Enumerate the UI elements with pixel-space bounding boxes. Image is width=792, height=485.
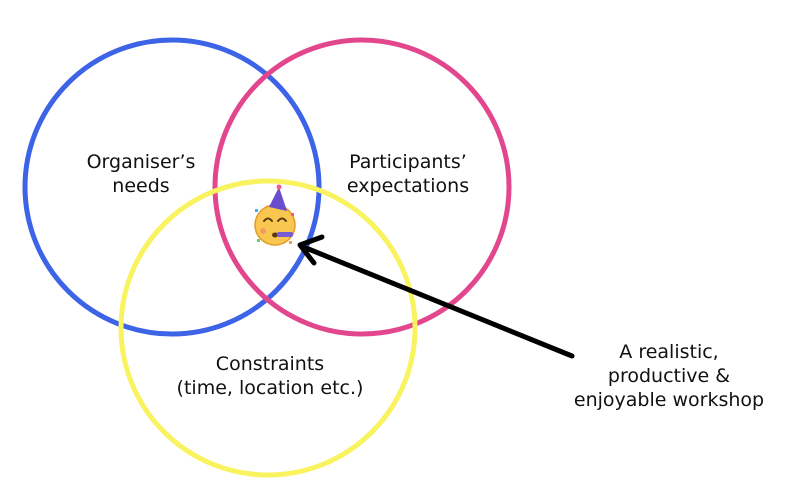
organiser-needs-label: Organiser’s needs [66,150,216,198]
participants-circle [212,37,512,337]
workshop-outcome-label: A realistic, productive & enjoyable work… [556,340,782,412]
constraints-label: Constraints (time, location etc.) [150,352,390,400]
pointer-arrow-line [303,245,575,359]
workshop-label-line-3: enjoyable workshop [573,389,765,411]
pointer-arrow-head [297,234,325,266]
participants-expectations-label: Participants’ expectations [328,150,488,198]
workshop-label-line-2: productive & [607,365,731,387]
workshop-label-line-1: A realistic, [619,341,719,363]
organiser-label-line-2: needs [112,175,170,197]
constraints-circle [118,178,418,478]
organiser-label-line-1: Organiser’s [86,151,196,173]
partying-face-icon [254,184,296,246]
participants-label-line-2: expectations [346,175,470,197]
constraints-label-line-1: Constraints [215,353,325,375]
constraints-label-line-2: (time, location etc.) [176,377,364,399]
participants-label-line-1: Participants’ [349,151,467,173]
organiser-circle [22,37,322,337]
